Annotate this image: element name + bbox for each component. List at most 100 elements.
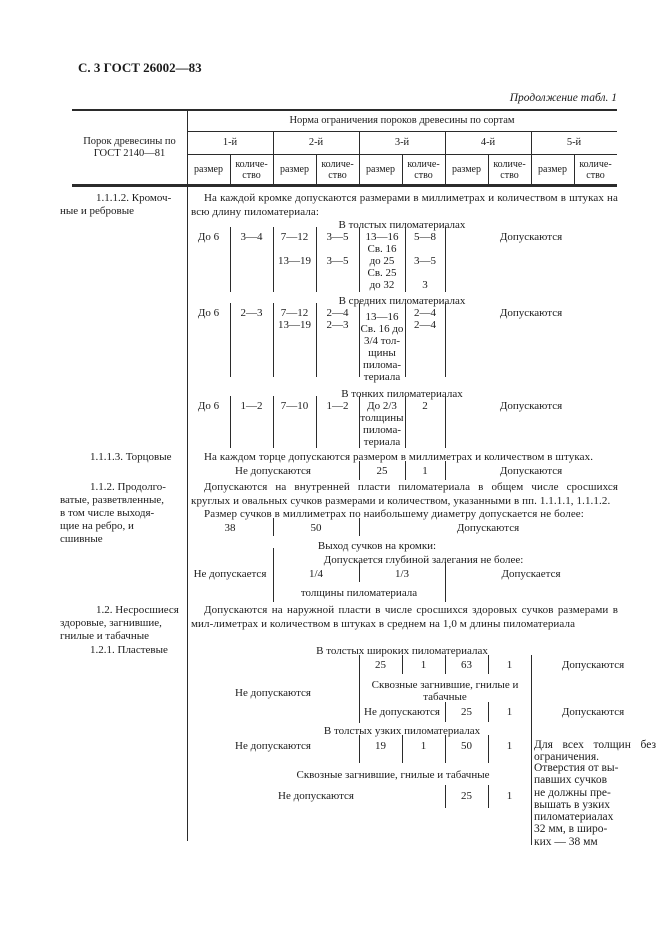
rule (359, 735, 360, 763)
rule (359, 303, 360, 377)
rule (230, 227, 231, 292)
rule (273, 518, 274, 536)
value-cell: Не допускается (193, 568, 267, 580)
page-number-header: С. 3 ГОСТ 26002—83 (78, 60, 202, 75)
rule (445, 132, 446, 185)
value-cell: 50 (461, 740, 472, 752)
value-cell: 25 (461, 706, 472, 718)
rule (445, 562, 446, 602)
header-size-3: размер (365, 164, 395, 176)
row-label-1113: 1.1.1.3. Торцовые (90, 451, 172, 463)
section-1113-intro: На каждом торце допускаются размером в м… (204, 451, 594, 463)
rule (574, 155, 575, 185)
rule (445, 303, 446, 377)
value-cell: 2—4 2—4 (414, 307, 436, 331)
value-cell: 1/3 (394, 568, 410, 580)
subtable-title-wide: В толстых широких пиломатериалах (316, 645, 488, 657)
rule (273, 303, 274, 377)
rule (273, 132, 274, 185)
value-cell: 2—4 2—3 (326, 307, 349, 331)
value-cell: 1 (420, 740, 427, 752)
rule (445, 396, 446, 448)
value-cell: 1 (422, 465, 428, 477)
value-cell: 50 (310, 522, 322, 534)
header-grade-5: 5-й (566, 137, 582, 149)
rule (273, 227, 274, 292)
row-label-12: 1.2. Несросшиеся здоровые, загнившие, гн… (60, 604, 179, 642)
section-1112-intro: На каждой кромке допускаются размерами в… (191, 192, 618, 218)
rule (402, 155, 403, 185)
value-cell: Допускаются (499, 307, 563, 319)
rule (230, 396, 231, 448)
value-cell: 63 (461, 659, 472, 671)
header-size-2: размер (279, 164, 309, 176)
note-knot-holes: Отверстия от вы- павших сучков не должны… (534, 762, 619, 848)
rule (445, 785, 446, 808)
header-qty-2: количе-ство (321, 158, 354, 182)
row-label-112: 1.1.2. Продолго- ватые, разветвленные, в… (60, 481, 166, 545)
thickness-line: толщины пиломатериала (300, 587, 418, 599)
rule (230, 155, 231, 185)
rule (488, 155, 489, 185)
header-grade-1: 1-й (222, 137, 238, 149)
value-cell: 7—12 13—19 (278, 307, 311, 331)
header-qty-5: количе-ство (579, 158, 612, 182)
value-cell: 1/4 (308, 568, 324, 580)
value-cell: Допускаются (499, 465, 563, 477)
rule (187, 110, 188, 841)
knot-edge-line: Выход сучков на кромки: (317, 540, 437, 552)
rule (488, 702, 489, 722)
rule (187, 154, 617, 155)
value-cell: 25 (376, 465, 388, 477)
rule (531, 655, 532, 845)
rule (72, 184, 617, 187)
header-grade-2: 2-й (308, 137, 324, 149)
rule (273, 548, 274, 602)
value-cell: 1 (506, 790, 513, 802)
header-grade-3: 3-й (394, 137, 410, 149)
value-cell: 13—16 Св. 16 до 25 Св. 25 до 32 (365, 231, 399, 291)
header-size-4: размер (451, 164, 481, 176)
rule (316, 303, 317, 377)
rule (402, 655, 403, 674)
row-label-121: 1.2.1. Пластевые (90, 644, 168, 656)
header-norm-title: Норма ограничения пороков древесины по с… (289, 115, 515, 127)
rule (359, 461, 360, 480)
rule (273, 396, 274, 448)
value-cell: До 6 (197, 400, 220, 412)
value-cell: 5—8 3—5 3 (414, 231, 436, 291)
knot-depth-line: Допускается глубиной залегания не более: (323, 554, 524, 566)
header-qty-3: количе-ство (407, 158, 440, 182)
rule (187, 131, 617, 132)
rule (488, 785, 489, 808)
value-cell: Допускаются (456, 522, 520, 534)
value-cell: До 6 (197, 307, 220, 319)
header-qty-1: количе-ство (235, 158, 268, 182)
through-defects-title-2: Сквозные загнившие, гнилые и табачные (296, 769, 490, 781)
rule (445, 702, 446, 722)
header-qty-4: количе-ство (493, 158, 526, 182)
value-cell: До 2/3 толщины пилома- териала (360, 400, 404, 448)
value-cell: 3—4 (240, 231, 263, 243)
header-size-1: размер (193, 164, 223, 176)
knot-size-line: Размер сучков в миллиметрах по наибольше… (204, 508, 584, 520)
rule (359, 655, 360, 723)
rule (359, 227, 360, 292)
subtable-title-medium: В средних пиломатериалах (338, 295, 466, 307)
rule (72, 109, 617, 111)
value-cell: 1 (420, 659, 427, 671)
value-cell: 13—16 Св. 16 до 3/4 тол- щины пилома- те… (360, 311, 404, 383)
value-cell: 25 (375, 659, 386, 671)
rule (359, 518, 360, 536)
rule (405, 461, 406, 480)
value-cell: 2—3 (240, 307, 263, 319)
value-cell: Допускается (501, 568, 561, 580)
rule (230, 303, 231, 377)
value-cell: Не допускаются (364, 706, 440, 718)
value-cell: 1—2 (326, 400, 349, 412)
subtable-title-thin: В тонких пиломатериалах (341, 388, 463, 400)
value-cell: Допускаются (499, 231, 563, 243)
rule (488, 655, 489, 674)
section-12-intro: Допускаются на наружной пласти в числе с… (191, 604, 618, 630)
